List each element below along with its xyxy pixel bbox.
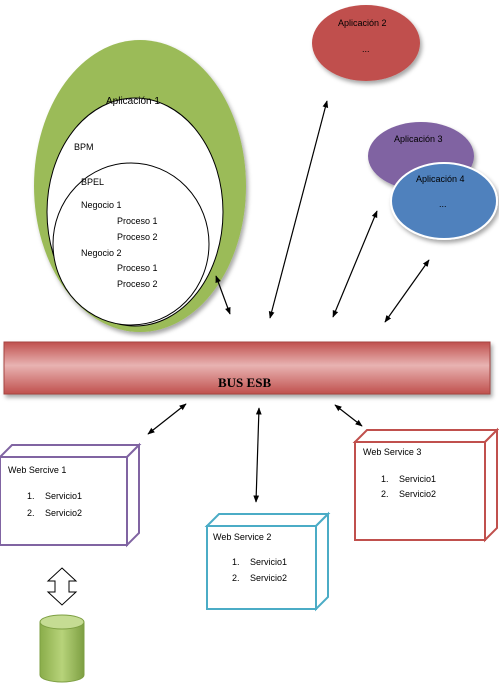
ws3-title: Web Service 3 (363, 447, 421, 457)
aplicacion-4-body: ... (439, 199, 447, 209)
aplicacion-4-ellipse (390, 162, 498, 240)
ws2-item-1-number: 1. (232, 557, 240, 567)
arrow-app1-bus (215, 275, 231, 315)
bpel-ellipse (52, 162, 210, 326)
aplicacion-2-node: Aplicación 2 ... (312, 5, 420, 81)
ws2-item-2-number: 2. (232, 573, 240, 583)
negocio-2-label: Negocio 2 (81, 248, 122, 258)
arrow-bus-ws2 (253, 407, 262, 503)
connectors (147, 100, 430, 503)
ws1-title: Web Sercive 1 (8, 465, 66, 475)
database-top (39, 614, 85, 630)
ws3-item-1: Servicio1 (399, 474, 436, 484)
negocio-2-proceso-2: Proceso 2 (117, 279, 158, 289)
ws3-item-2: Servicio2 (399, 489, 436, 499)
negocio-1-proceso-2: Proceso 2 (117, 232, 158, 242)
ws2-item-1: Servicio1 (250, 557, 287, 567)
aplicacion-3-label: Aplicación 3 (394, 134, 443, 144)
ws1-item-2-number: 2. (27, 508, 35, 518)
ws1-item-1-number: 1. (27, 491, 35, 501)
ws1-db-double-arrow (46, 567, 78, 606)
ws3-item-2-number: 2. (381, 489, 389, 499)
aplicacion-2-ellipse (312, 5, 420, 81)
negocio-1-proceso-1: Proceso 1 (117, 216, 158, 226)
ws3-item-1-number: 1. (381, 474, 389, 484)
ws2-title: Web Service 2 (213, 532, 271, 542)
aplicacion-4-label: Aplicación 4 (416, 174, 465, 184)
bpm-label: BPM (74, 142, 94, 152)
bus-esb: BUS ESB (3, 341, 491, 395)
arrow-bus-ws3 (334, 404, 363, 427)
ws2-top-face (204, 513, 331, 527)
arrow-app3-bus (332, 210, 378, 318)
database-cylinder (39, 614, 85, 683)
aplicacion-1-node: Aplicación 1 BPM BPEL Negocio 1 Proceso … (34, 40, 246, 332)
web-service-2-box: Web Service 2 1. Servicio1 2. Servicio2 (204, 511, 331, 612)
ws1-item-1: Servicio1 (45, 491, 82, 501)
ws3-side-face (484, 427, 498, 543)
ws3-front-face (354, 441, 486, 541)
aplicacion-2-label: Aplicación 2 (338, 18, 387, 28)
aplicacion-1-label: Aplicación 1 (106, 96, 160, 107)
ws2-item-2: Servicio2 (250, 573, 287, 583)
bus-esb-bar (3, 341, 491, 395)
negocio-1-label: Negocio 1 (81, 200, 122, 210)
ws1-side-face (126, 442, 140, 548)
arrow-app2-bus (268, 100, 329, 319)
ws1-item-2: Servicio2 (45, 508, 82, 518)
ws2-front-face (206, 525, 317, 610)
ws1-front-face (0, 456, 128, 546)
bpel-label: BPEL (81, 177, 104, 187)
aplicacion-2-body: ... (362, 44, 370, 54)
database-body (39, 621, 85, 683)
ws1-top-face (0, 444, 142, 458)
negocio-2-proceso-1: Proceso 1 (117, 263, 158, 273)
web-service-1-box: Web Sercive 1 1. Servicio1 2. Servicio2 (0, 442, 142, 548)
aplicacion-4-node: Aplicación 4 ... (390, 162, 498, 240)
arrow-bus-ws1 (147, 403, 187, 435)
ws3-top-face (352, 429, 499, 443)
arrow-app4-bus (384, 259, 430, 323)
ws2-side-face (315, 511, 329, 612)
web-service-3-box: Web Service 3 1. Servicio1 2. Servicio2 (352, 427, 499, 543)
bus-esb-label: BUS ESB (218, 375, 271, 390)
